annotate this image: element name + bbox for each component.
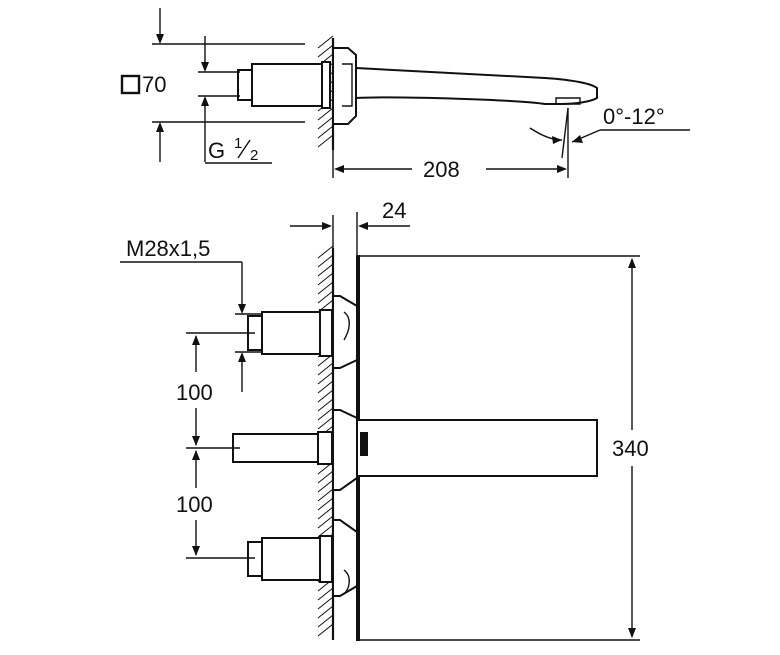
spout-length-label: 208 [423, 157, 460, 182]
dim-208-arrow-left [334, 165, 344, 173]
hatch-stroke [317, 605, 334, 619]
thread-spec-label: M28x1,5 [126, 236, 210, 261]
spout-flange [332, 409, 358, 491]
dim-100b-arrow-bottom [192, 546, 200, 556]
hatch-stroke [317, 497, 334, 511]
top-wall-plate [332, 47, 357, 125]
thread-denominator: 2 [250, 147, 258, 164]
front-view: 24 M28x1,5 [120, 198, 649, 641]
tilt-range-label: 0°-12° [603, 104, 665, 129]
spout-connector-collar [317, 431, 333, 465]
hatch-stroke [317, 116, 334, 130]
square-icon [120, 74, 141, 95]
dim-208-arrow-right [557, 165, 567, 173]
lower-valve-collar [319, 535, 333, 583]
tilt-line [561, 107, 569, 159]
dim-340-arrow-top [628, 258, 636, 268]
hatch-stroke [317, 371, 334, 385]
top-dim-arrow-a [156, 34, 164, 44]
square-symbol-text: □ [0, 0, 1, 1]
hatch-stroke [317, 515, 334, 529]
hatch-stroke [317, 488, 334, 502]
spout-connector [232, 433, 324, 463]
hatch-stroke [317, 272, 334, 286]
top-connector-body [251, 63, 323, 107]
dim-100a-arrow-top [192, 335, 200, 345]
top-aerator [555, 97, 581, 105]
lower-valve-body [261, 537, 321, 581]
spacing-upper-label: 100 [176, 380, 213, 405]
hatch-stroke [317, 506, 334, 520]
hatch-stroke [317, 263, 334, 277]
hatch-stroke [317, 479, 334, 493]
hatch-stroke [317, 281, 334, 295]
top-plate-detail [342, 63, 353, 107]
hatch-stroke [317, 44, 334, 58]
fraction-slash [237, 139, 251, 159]
dim-24-arrow-left [322, 222, 332, 230]
tilt-arrow-right [572, 135, 583, 143]
hatch-stroke [317, 407, 334, 421]
lower-valve-flange [332, 519, 358, 597]
spout-body [356, 419, 598, 477]
thread-g-label: G [208, 138, 225, 163]
hatch-stroke [317, 398, 334, 412]
hatch-stroke [317, 596, 334, 610]
thread-arrow-top [238, 304, 246, 314]
hatch-stroke [317, 623, 334, 637]
plate-height-label: 340 [612, 436, 649, 461]
thread-numerator: 1 [234, 135, 242, 152]
hatch-stroke [317, 107, 334, 121]
hatch-stroke [317, 416, 334, 430]
hatch-stroke [317, 134, 334, 148]
hatch-stroke [317, 362, 334, 376]
upper-valve-body [261, 311, 321, 355]
upper-valve-curve [343, 311, 350, 341]
hatch-stroke [317, 35, 334, 49]
top-dim-arrow-d [156, 122, 164, 132]
hatch-stroke [317, 254, 334, 268]
hatch-stroke [317, 470, 334, 484]
top-dim-arrow-c [201, 96, 209, 106]
lower-valve-curve [343, 569, 350, 595]
hatch-stroke [317, 245, 334, 259]
hatch-stroke [317, 290, 334, 304]
lower-valve-end [247, 541, 263, 577]
dim-24-arrow-right [358, 222, 368, 230]
top-connector-end [237, 69, 253, 101]
hatch-stroke [317, 380, 334, 394]
dim-340-arrow-bottom [628, 628, 636, 638]
hatch-stroke [317, 389, 334, 403]
upper-valve-collar [319, 309, 333, 357]
top-dim-arrow-b [201, 62, 209, 72]
tilt-arrow-left [552, 136, 562, 144]
hatch-stroke [317, 125, 334, 139]
hatch-stroke [317, 614, 334, 628]
hatch-stroke [317, 587, 334, 601]
spacing-lower-label: 100 [176, 492, 213, 517]
thread-arrow-bottom [238, 352, 246, 362]
plate-offset-label: 24 [382, 198, 406, 223]
top-view: 70 G 1 2 208 0°-12° [120, 8, 690, 182]
brand-logo-mark [360, 432, 368, 456]
square-size-label: 70 [142, 72, 166, 97]
upper-valve-flange [332, 295, 358, 369]
dim-100b-arrow-top [192, 450, 200, 460]
dim-100a-arrow-bottom [192, 436, 200, 446]
top-connector-collar [321, 61, 331, 109]
